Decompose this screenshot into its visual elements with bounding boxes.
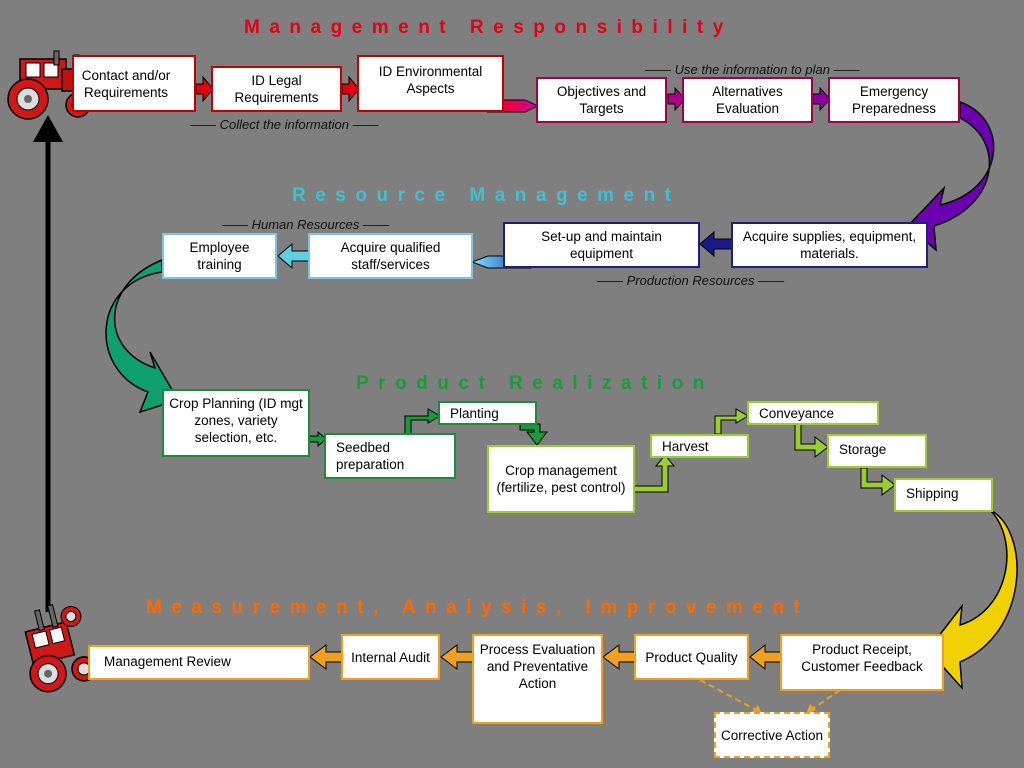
box-alternatives[interactable]: Alternatives Evaluation [682,77,813,123]
label-corrective-action: Corrective Action [720,727,824,743]
box-acquire-supplies[interactable]: Acquire supplies, equipment, materials. [731,222,928,268]
note-use: —— Use the information to plan —— [645,62,860,77]
section-title-resource: Resource Management [292,185,681,206]
box-corrective-action[interactable]: Corrective Action [714,712,830,758]
box-contact-requirements[interactable]: Contact and/or Requirements [72,55,196,112]
arrow-cropmgmt-harvest [633,454,676,493]
label-shipping: Shipping [906,486,959,501]
arrow-seedbed-planting [404,408,441,435]
arrow-planting-cropmgmt [519,423,549,446]
box-seedbed[interactable]: Seedbed preparation [324,433,456,479]
label-crop-management: Crop management (fertilize, pest control… [496,463,626,495]
label-crop-planning: Crop Planning (ID mgt zones, variety sel… [169,396,303,445]
arrow-legal-env [341,75,360,103]
curve-training-planning [105,258,180,414]
label-process-evaluation: Process Evaluation and Preventative Acti… [479,642,596,691]
arrow-supplies-setup [699,230,733,258]
dash-arrow-head-left [752,705,762,714]
box-harvest[interactable]: Harvest [650,434,749,458]
arrow-quality-process [602,644,636,670]
box-crop-management[interactable]: Crop management (fertilize, pest control… [487,445,635,513]
box-emergency[interactable]: Emergency Preparedness [828,77,960,123]
label-id-legal: ID Legal Requirements [234,73,319,105]
note-production: —— Production Resources —— [597,273,785,288]
box-process-evaluation[interactable]: Process Evaluation and Preventative Acti… [472,634,603,724]
note-human: —— Human Resources —— [222,217,389,232]
label-acquire-supplies: Acquire supplies, equipment, materials. [742,229,917,261]
arrow-contact-legal [195,75,214,103]
arrow-storage-shipping [860,467,896,497]
box-product-quality[interactable]: Product Quality [634,634,749,680]
arrow-audit-review [309,644,343,670]
label-employee-training: Employee training [189,240,250,272]
box-setup-equipment[interactable]: Set-up and maintain equipment [503,222,700,268]
arrow-alternatives-emergency [812,86,831,112]
label-contact-requirements: Contact and/or Requirements [81,67,171,100]
box-conveyance[interactable]: Conveyance [747,401,879,425]
arrow-conveyance-storage [794,423,829,459]
section-title-management: Management Responsibility [244,17,733,38]
label-objectives: Objectives and Targets [556,84,647,116]
label-alternatives: Alternatives Evaluation [712,84,783,116]
label-internal-audit: Internal Audit [351,649,430,665]
box-internal-audit[interactable]: Internal Audit [341,634,440,680]
arrow-planning-seedbed [308,430,327,448]
note-collect: —— Collect the information —— [190,117,379,132]
section-title-product: Product Realization [356,373,714,394]
dash-arrow-head-right [806,704,816,714]
label-acquire-staff: Acquire qualified staff/services [340,240,441,272]
label-storage: Storage [839,442,887,457]
section-title-measurement: Measurement, Analysis, Improvement [146,597,810,618]
label-harvest: Harvest [662,438,709,454]
arrow-harvest-conveyance [714,408,749,435]
arrow-objectives-alternatives [667,86,686,112]
box-product-receipt[interactable]: Product Receipt, Customer Feedback [780,634,944,691]
tractor-icon-bottom [24,603,96,693]
box-acquire-staff[interactable]: Acquire qualified staff/services [308,233,473,279]
label-product-receipt: Product Receipt, Customer Feedback [801,642,923,674]
label-management-review: Management Review [104,654,231,669]
arrow-process-audit [440,644,474,670]
box-shipping[interactable]: Shipping [894,478,993,512]
box-planting[interactable]: Planting [438,401,537,425]
label-emergency: Emergency Preparedness [851,84,937,116]
box-id-environmental[interactable]: ID Environmental Aspects [357,55,504,112]
box-management-review[interactable]: Management Review [88,645,310,680]
box-storage[interactable]: Storage [827,434,927,468]
label-planting: Planting [450,405,499,421]
curve-shipping-receipt [927,509,1018,691]
label-conveyance: Conveyance [759,405,835,421]
label-product-quality: Product Quality [645,649,738,665]
box-employee-training[interactable]: Employee training [162,233,277,279]
box-objectives[interactable]: Objectives and Targets [536,77,667,123]
label-setup-equipment: Set-up and maintain equipment [541,229,662,261]
arrow-receipt-quality [749,643,782,671]
arrow-staff-training [277,242,310,270]
label-id-environmental: ID Environmental Aspects [378,64,483,96]
box-id-legal[interactable]: ID Legal Requirements [211,66,342,112]
label-seedbed: Seedbed preparation [336,440,405,472]
box-crop-planning[interactable]: Crop Planning (ID mgt zones, variety sel… [162,389,310,457]
return-arrow [33,115,63,612]
